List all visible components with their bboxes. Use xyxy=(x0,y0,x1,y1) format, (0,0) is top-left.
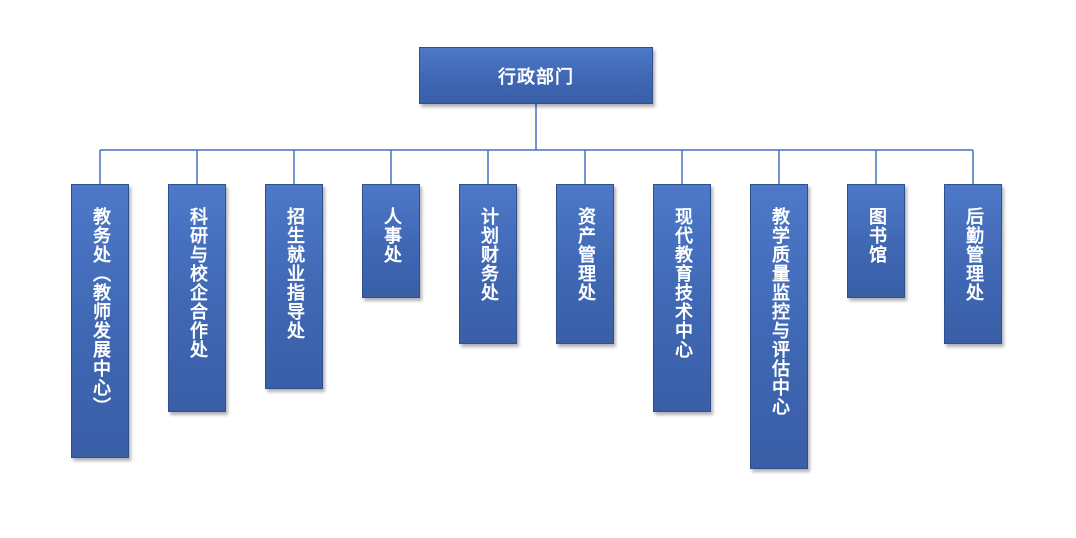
dept-label: 资产管理处 xyxy=(575,207,596,302)
dept-node-research-cooperation: 科研与校企合作处 xyxy=(168,184,226,412)
dept-label: 招生就业指导处 xyxy=(284,207,305,340)
dept-node-library: 图书馆 xyxy=(847,184,905,298)
dept-node-logistics: 后勤管理处 xyxy=(944,184,1002,344)
dept-node-edu-tech-center: 现代教育技术中心 xyxy=(653,184,711,412)
dept-label: 人事处 xyxy=(381,207,402,264)
dept-node-personnel: 人事处 xyxy=(362,184,420,298)
dept-label: 教务处（教师发展中心） xyxy=(90,207,111,416)
dept-node-quality-assessment: 教学质量监控与评估中心 xyxy=(750,184,808,469)
root-label: 行政部门 xyxy=(498,66,574,88)
dept-label: 教学质量监控与评估中心 xyxy=(769,207,790,416)
dept-label: 后勤管理处 xyxy=(963,207,984,302)
dept-label: 科研与校企合作处 xyxy=(187,207,208,359)
dept-label: 现代教育技术中心 xyxy=(672,207,693,359)
dept-node-assets: 资产管理处 xyxy=(556,184,614,344)
dept-node-finance: 计划财务处 xyxy=(459,184,517,344)
dept-label: 图书馆 xyxy=(866,207,887,264)
root-node: 行政部门 xyxy=(419,47,653,104)
dept-node-admissions-employment: 招生就业指导处 xyxy=(265,184,323,389)
dept-label: 计划财务处 xyxy=(478,207,499,302)
dept-node-academic-affairs: 教务处（教师发展中心） xyxy=(71,184,129,458)
